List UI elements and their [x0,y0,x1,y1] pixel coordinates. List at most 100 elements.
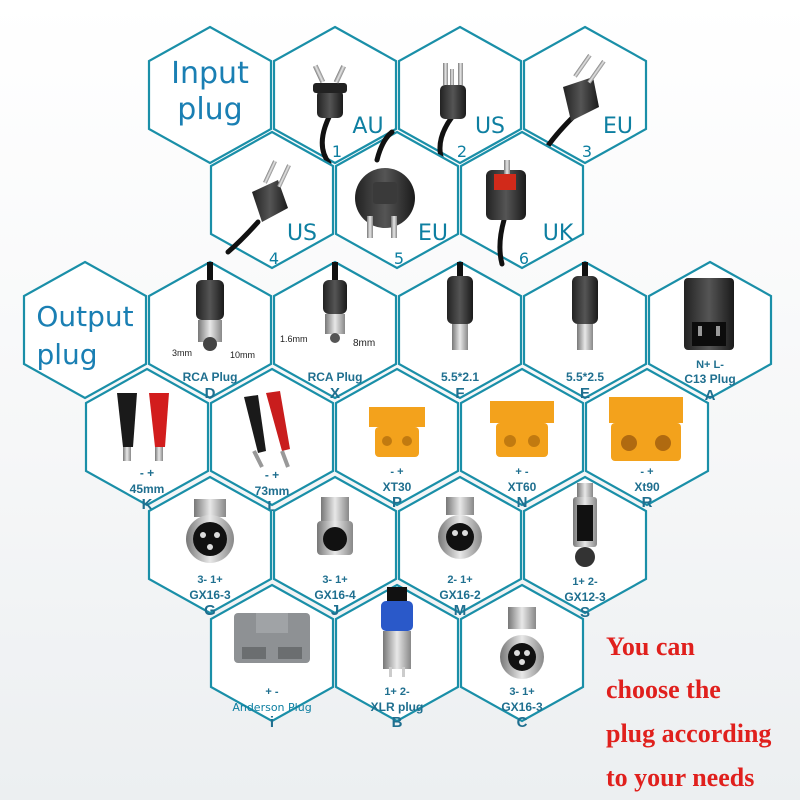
plug-pins: 3- 1+ [322,574,347,586]
plug-label: GX16-2 [439,588,481,602]
gx16-connector-icon [438,497,482,559]
hex-output-d: 3mm 10mm RCA Plug D [147,260,273,402]
plug-label: 45mm [130,482,165,496]
plug-letter: A [705,387,716,404]
xlr-plug-icon [381,587,413,677]
rca-plug-icon [323,262,347,343]
us-plug-icon [225,160,291,255]
hex-output-m: 2- 1+ GX16-2 M [397,475,523,619]
output-heading-line1: Output [36,300,133,333]
plug-label: GX16-3 [501,700,543,714]
c13-plug-icon [684,278,734,350]
gx12-connector-icon [573,483,597,567]
plug-letter: L [267,498,276,515]
plug-label: RCA Plug [183,370,238,384]
plug-letter: M [454,602,467,619]
input-plug-number: 5 [394,249,404,268]
plug-pins: 1+ 2- [572,576,598,588]
plug-label: GX12-3 [564,590,606,604]
input-plug-number: 2 [457,142,467,161]
plug-letter: F [455,385,464,402]
plug-pins: + - [515,466,528,478]
plug-pins: 2- 1+ [447,574,472,586]
hex-output-p: - + XT30 P [334,367,460,511]
message-line-1: You can [606,632,695,661]
gx16-connector-icon [500,607,544,679]
dc-barrel-plug-icon [447,262,473,350]
input-plug-name: US [287,221,317,246]
output-heading-line2: plug [36,338,97,371]
gx16-connector-icon [317,497,353,555]
anderson-connector-icon [234,613,310,663]
plug-letter: D [205,385,216,402]
hex-output-g: 3- 1+ GX16-3 G [147,475,273,619]
plug-label: C13 Plug [684,372,735,386]
eu-plug-icon [542,54,606,153]
plug-letter: R [642,494,653,511]
plug-pins: + - [265,686,278,698]
plug-label: XT60 [508,480,537,494]
dim-left: 1.6mm [280,334,308,344]
plug-letter: X [330,385,340,402]
hex-output-r: - + Xt90 R [584,367,710,511]
xt60-connector-icon [490,401,554,457]
alligator-clip-icon [117,393,169,461]
plug-letter: S [580,604,590,621]
plug-label: XT30 [383,480,412,494]
plug-letter: J [331,602,339,619]
plug-letter: B [392,714,403,731]
plug-letter: K [142,496,153,513]
plug-label: GX16-3 [189,588,231,602]
plug-label: 73mm [255,484,290,498]
input-plug-number: 1 [332,142,342,161]
hex-output-c: 3- 1+ GX16-3 C [459,583,585,731]
plug-pins: 3- 1+ [509,686,534,698]
plug-label: GX16-4 [314,588,356,602]
plug-letter: i [270,714,274,731]
dim-right: 8mm [353,338,375,349]
hex-output-k: - + 45mm K [84,367,210,513]
input-heading-line2: plug [177,92,242,127]
hex-output-s: 1+ 2- GX12-3 S [522,475,648,621]
plug-pins: - + [390,466,403,478]
message-line-4: to your needs [606,763,754,792]
input-plug-name: AU [352,114,383,139]
plug-label: 5.5*2.5 [566,370,604,384]
message-line-2: choose the [606,675,721,704]
plug-pins: - + [140,466,154,480]
uk-plug-icon [486,160,526,267]
hex-input-us-2: US 4 [209,130,335,270]
au-plug-icon [312,64,347,166]
input-plug-number: 3 [582,142,592,161]
schuko-plug-icon [355,129,415,238]
hex-output-n: + - XT60 N [459,367,585,511]
plug-label: Xt90 [634,480,660,494]
plug-letter: P [392,494,402,511]
plug-letter: E [580,385,590,402]
hex-input-heading: Input plug [147,25,273,165]
plug-letter: G [204,602,216,619]
plug-pins: - + [640,466,653,478]
dim-right: 10mm [230,350,255,360]
hex-input-au: AU 1 [272,25,398,166]
choose-plug-message: You can choose the plug according to you… [606,632,771,792]
plug-label: XLR plug [371,700,424,714]
plug-letter: N [517,494,528,511]
hex-output-x: 1.6mm 8mm RCA Plug X [272,260,398,402]
hex-output-e: 5.5*2.5 E [522,260,648,402]
input-plug-number: 4 [269,249,279,268]
hex-output-f: 5.5*2.1 F [397,260,523,402]
hex-output-i: + - Anderson Plug i [209,583,335,731]
hex-input-eu-1: EU 3 [522,25,648,165]
input-plug-name: UK [543,221,574,246]
xt90-connector-icon [609,397,683,461]
input-heading-line1: Input [171,56,249,91]
dc-barrel-plug-icon [572,262,598,350]
plug-pins: 1+ 2- [384,686,410,698]
xt30-connector-icon [369,407,425,457]
rca-plug-icon [196,262,224,351]
hex-output-j: 3- 1+ GX16-4 J [272,475,398,619]
plug-pins: N+ L- [696,359,724,371]
